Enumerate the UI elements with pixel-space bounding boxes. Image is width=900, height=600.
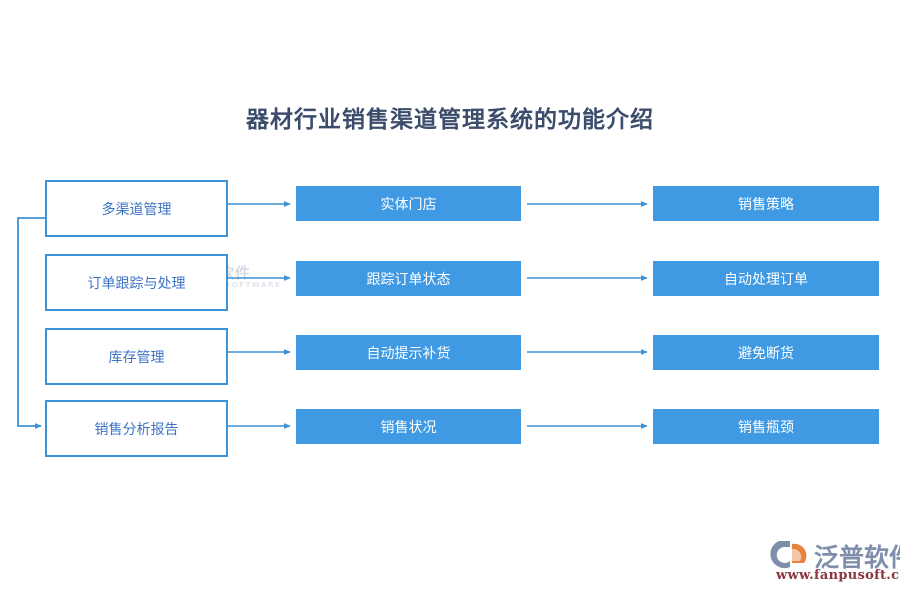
node-category-row1[interactable]: 多渠道管理 [45, 180, 228, 237]
page-title: 器材行业销售渠道管理系统的功能介绍 [246, 107, 654, 133]
node-category-row4[interactable]: 销售分析报告 [45, 400, 228, 457]
node-category-row2[interactable]: 订单跟踪与处理 [45, 254, 228, 311]
node-label: 跟踪订单状态 [366, 271, 451, 288]
brand-logo: 泛普软件 www.fanpusoft.com [770, 538, 900, 586]
node-label: 自动提示补货 [366, 345, 451, 362]
logo-brand-cn: 泛普软件 [814, 543, 900, 572]
node-feature-row2[interactable]: 跟踪订单状态 [296, 261, 521, 296]
node-label: 销售状况 [380, 419, 437, 436]
logo-url: www.fanpusoft.com [776, 568, 900, 583]
node-category-row3[interactable]: 库存管理 [45, 328, 228, 385]
node-feature-row4[interactable]: 销售状况 [296, 409, 521, 444]
node-label: 多渠道管理 [101, 201, 172, 218]
node-label: 销售瓶颈 [738, 419, 794, 436]
node-label: 实体门店 [380, 196, 437, 213]
node-outcome-row2[interactable]: 自动处理订单 [653, 261, 879, 296]
side-connector-row1-to-row4 [17, 217, 45, 429]
node-label: 销售策略 [738, 196, 794, 213]
node-label: 避免断货 [738, 345, 794, 362]
node-feature-row1[interactable]: 实体门店 [296, 186, 521, 221]
node-label: 自动处理订单 [724, 271, 808, 288]
node-label: 库存管理 [108, 349, 165, 366]
node-feature-row3[interactable]: 自动提示补货 [296, 335, 521, 370]
node-outcome-row1[interactable]: 销售策略 [653, 186, 879, 221]
node-outcome-row3[interactable]: 避免断货 [653, 335, 879, 370]
fanpu-logo-icon [770, 541, 807, 569]
node-outcome-row4[interactable]: 销售瓶颈 [653, 409, 879, 444]
node-label: 订单跟踪与处理 [87, 275, 186, 292]
node-label: 销售分析报告 [94, 421, 179, 438]
